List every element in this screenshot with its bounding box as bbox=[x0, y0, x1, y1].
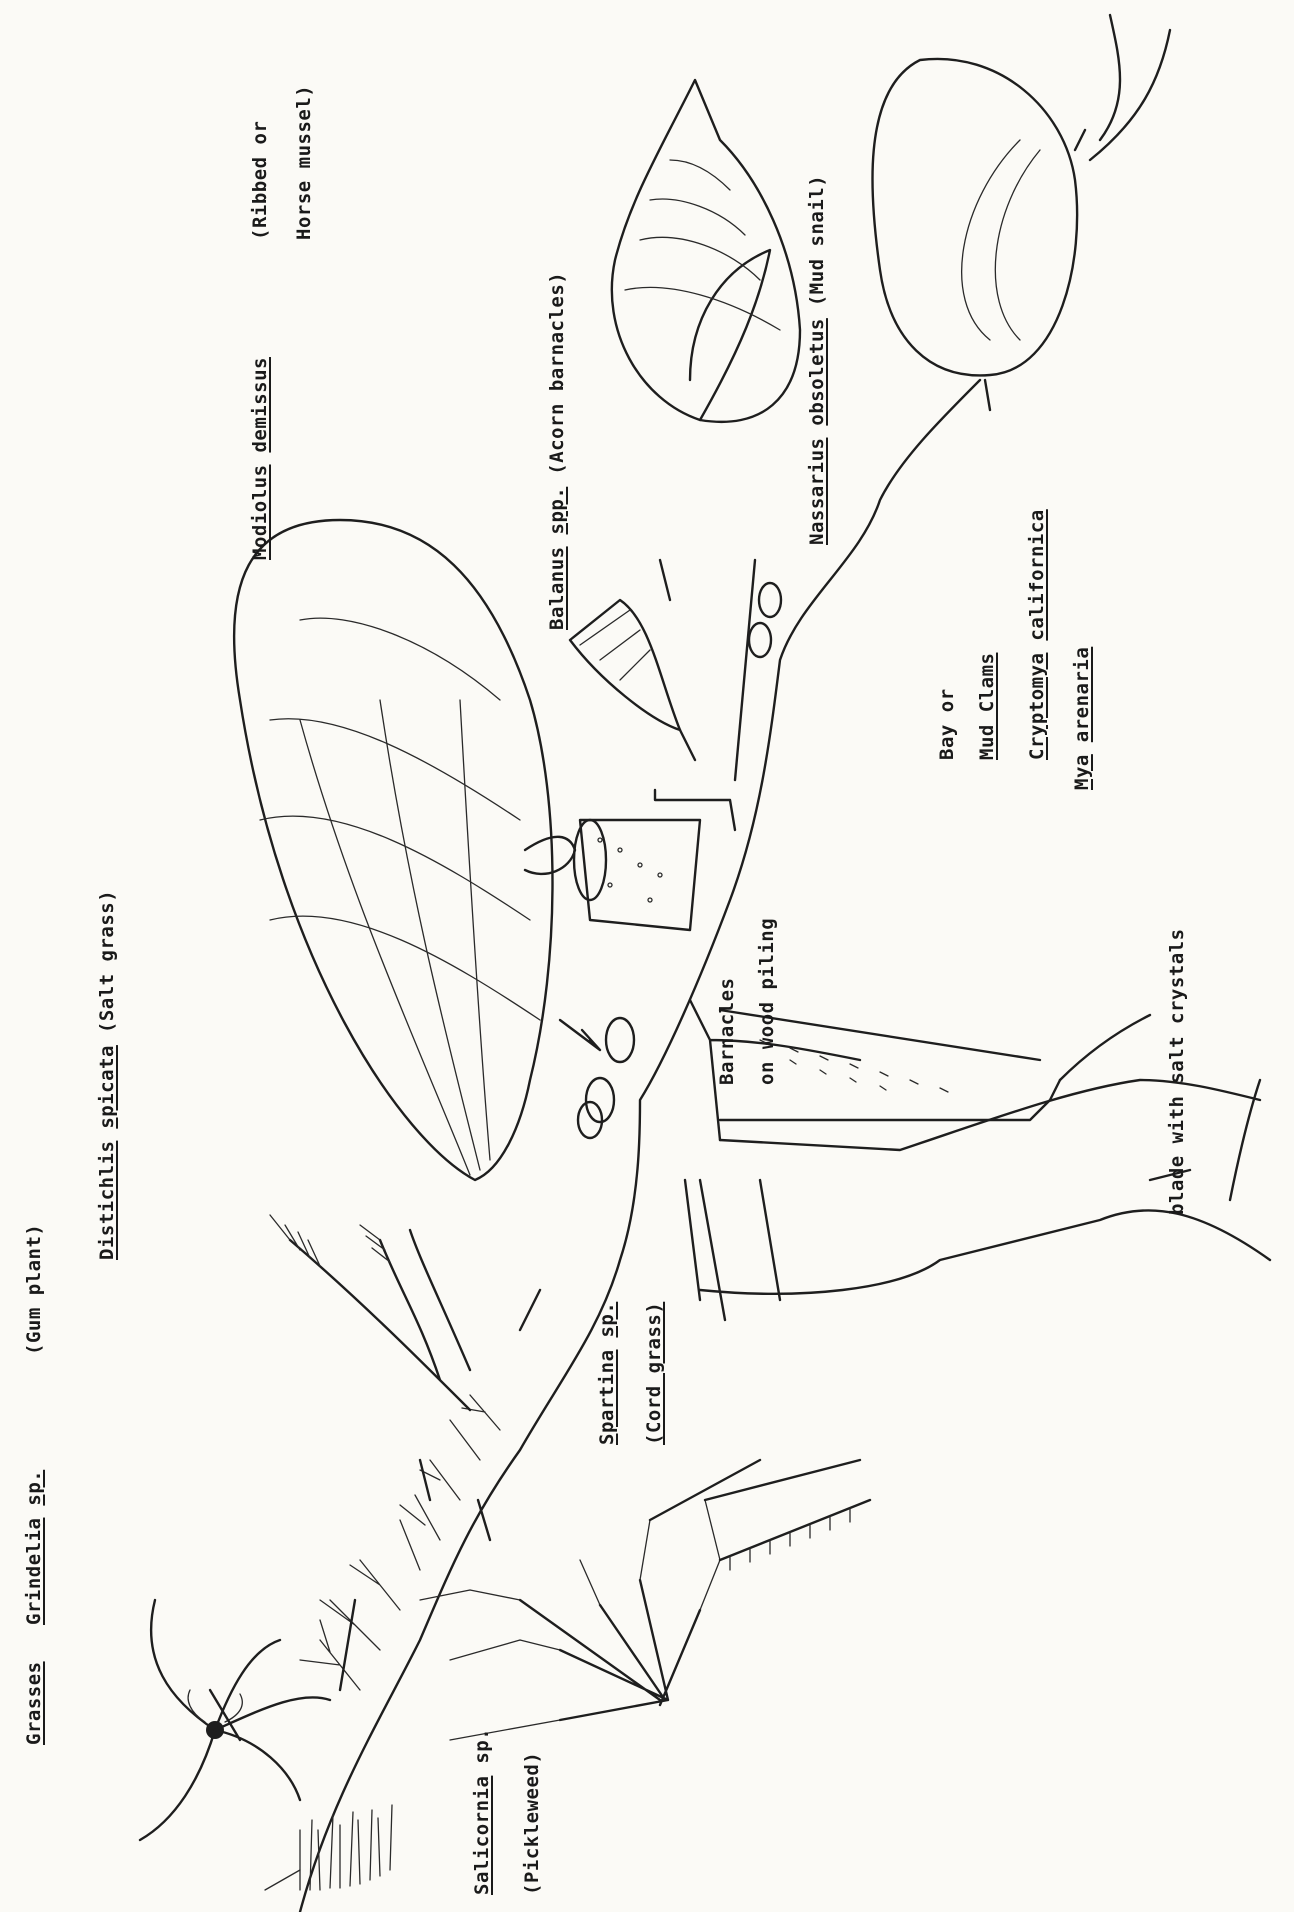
label-cryptomya: Cryptomya californica bbox=[1025, 509, 1049, 760]
grindelia-illustration bbox=[140, 1600, 330, 1840]
wood-piling-illustration bbox=[574, 790, 735, 930]
label-distichlis: Distichlis spicata (Salt grass) bbox=[95, 890, 119, 1260]
small-mussels-illustration bbox=[560, 1018, 634, 1138]
label-modiolus-common-1: (Ribbed or bbox=[248, 121, 272, 240]
label-grindelia-common: (Gum plant) bbox=[22, 1224, 46, 1355]
label-barnacles-piling-1: Barnacles bbox=[715, 978, 739, 1085]
label-mya: Mya arenaria bbox=[1070, 647, 1094, 790]
label-clams-2: Mud Clams bbox=[975, 653, 999, 760]
label-salicornia-common: (Pickleweed) bbox=[520, 1752, 544, 1895]
label-nassarius: Nassarius obsoletus (Mud snail) bbox=[805, 175, 829, 545]
acorn-barnacle-illustration bbox=[570, 560, 695, 760]
mussel-illustration bbox=[234, 520, 575, 1180]
label-grindelia: Grindelia sp. bbox=[22, 1470, 46, 1625]
label-clams-1: Bay or bbox=[935, 688, 959, 760]
label-modiolus: Modiolus demissus bbox=[248, 357, 272, 560]
label-salicornia: Salicornia sp. bbox=[470, 1728, 494, 1895]
label-barnacles-piling-2: on wood piling bbox=[755, 918, 779, 1085]
shoreline-profile bbox=[300, 380, 980, 1912]
label-spartina: Spartina sp. bbox=[595, 1302, 619, 1445]
salt-grass-illustration bbox=[270, 1215, 470, 1410]
label-blade-salt-crystals: blade with salt crystals bbox=[1165, 928, 1189, 1215]
grasses-illustration bbox=[300, 1805, 392, 1890]
pickleweed-illustration bbox=[420, 1460, 870, 1740]
mud-clam-illustration bbox=[872, 15, 1170, 375]
shrub-illustration bbox=[300, 1395, 500, 1690]
label-balanus: Balanus spp. (Acorn barnacles) bbox=[545, 272, 569, 630]
mud-snail-illustration bbox=[612, 80, 800, 657]
label-modiolus-common-2: Horse mussel) bbox=[292, 85, 316, 240]
label-grasses: Grasses bbox=[22, 1661, 46, 1745]
label-spartina-common: (Cord grass) bbox=[642, 1302, 666, 1445]
